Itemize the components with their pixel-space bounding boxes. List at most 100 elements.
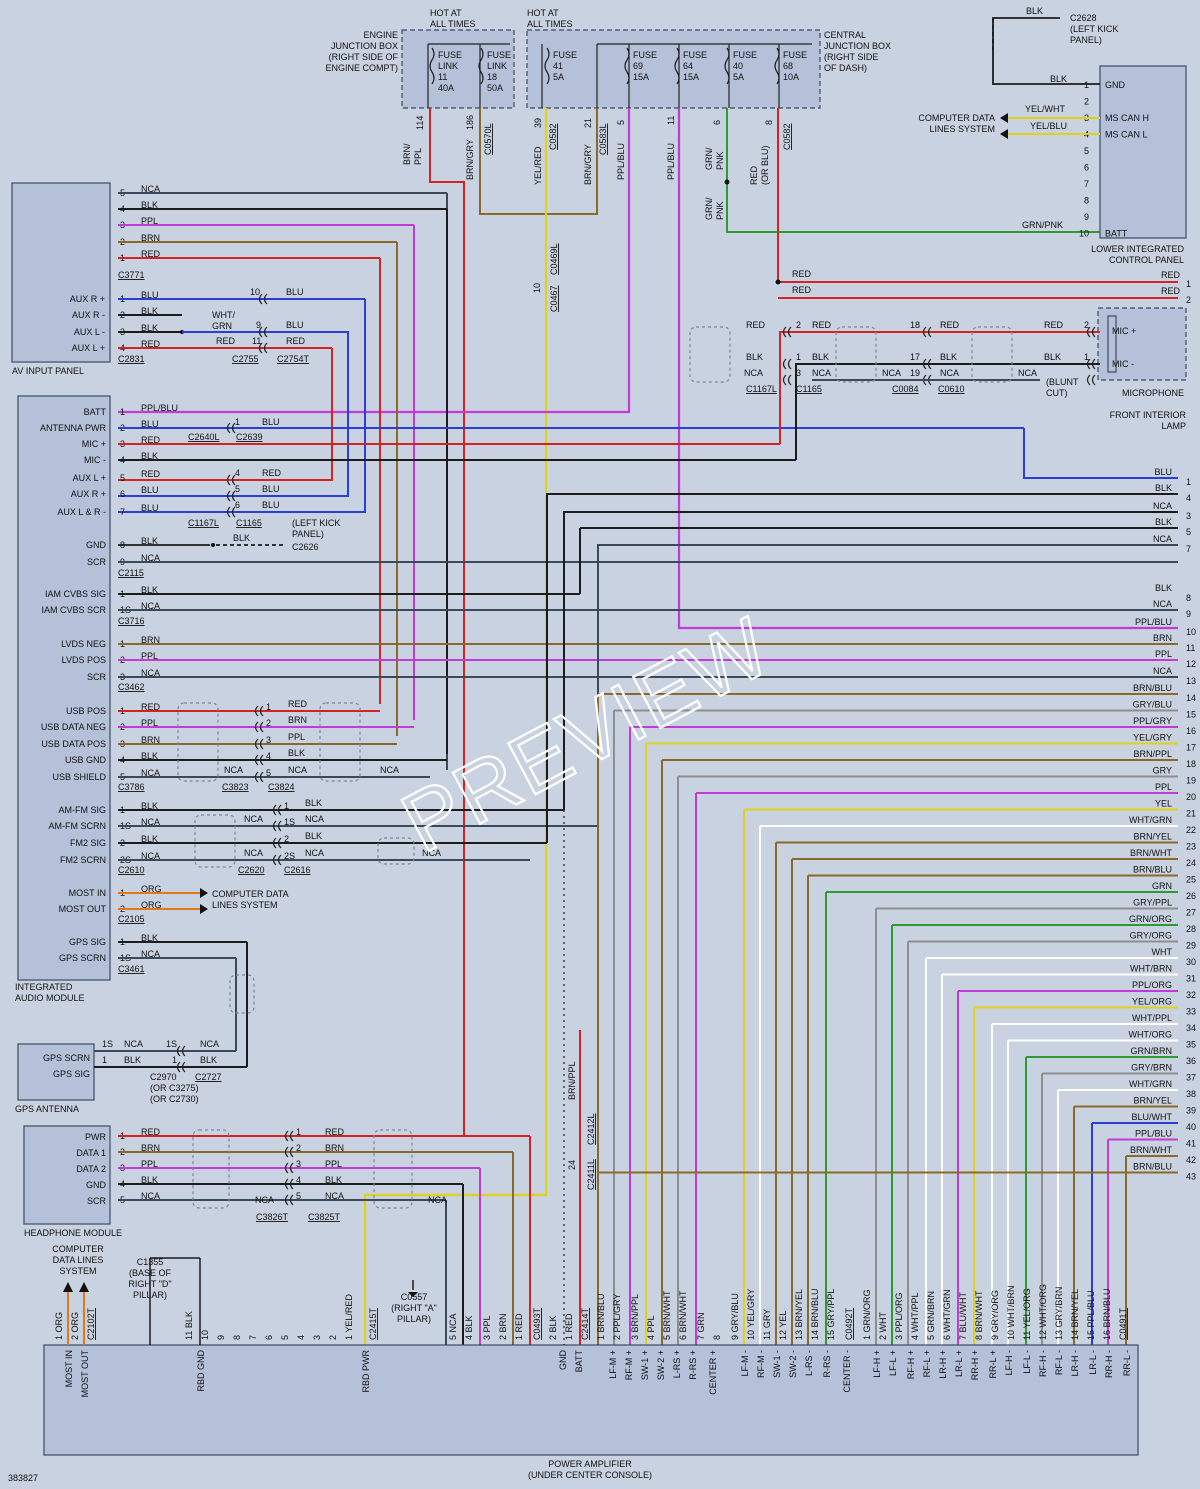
- licp-pin-num: 10: [1079, 229, 1089, 239]
- pin-num: 1: [102, 1055, 107, 1065]
- iam-pin-name: AUX L & R -: [57, 507, 106, 517]
- amp-pin-name: SW-2 +: [656, 1350, 666, 1380]
- arrow-icon: [63, 1282, 73, 1292]
- label-line: RF-H +: [906, 1350, 916, 1379]
- label-line: 3 BRN/PPL: [630, 1294, 640, 1340]
- iam-pin-name: AM-FM SIG: [59, 805, 107, 815]
- right-wire-num: 3: [1186, 511, 1191, 521]
- label-line: 24: [567, 1160, 577, 1170]
- wire-label: BLK: [305, 831, 322, 841]
- wire-label: BLK: [141, 1175, 158, 1185]
- right-wire-num: 25: [1186, 875, 1196, 885]
- right-wire-num: 22: [1186, 825, 1196, 835]
- amp-pin-name: LR-L +: [954, 1350, 964, 1377]
- label-line: PANEL): [292, 529, 324, 539]
- label-line: BRN/YEL: [1133, 832, 1172, 842]
- c3826t-label: C3826T: [256, 1212, 289, 1222]
- pin-num: 2: [266, 718, 271, 728]
- wire-label: RED: [141, 1127, 161, 1137]
- amp-pin-name: SW-1 -: [772, 1350, 782, 1378]
- label-line: LAMP: [1161, 421, 1186, 431]
- label-line: RF-L +: [922, 1350, 932, 1377]
- label-line: GND: [1105, 80, 1126, 90]
- label-line: 186: [465, 115, 475, 130]
- label-line: 3: [312, 1335, 322, 1340]
- vwire-label: BRN/GRY: [583, 144, 593, 185]
- label-line: 28: [1186, 924, 1196, 934]
- right-wire-label: BLK: [1155, 483, 1172, 493]
- right-wire-num: 41: [1186, 1139, 1196, 1149]
- label-line: RR-H +: [970, 1350, 980, 1380]
- right-wire-num: 16: [1186, 726, 1196, 736]
- label-line: BRN: [141, 635, 160, 645]
- label-line: PPL: [1155, 649, 1172, 659]
- label-line: C0557: [401, 1292, 428, 1302]
- connector-mark: [289, 1162, 294, 1174]
- c3825t-label: C3825T: [308, 1212, 341, 1222]
- wire-label: BLK: [305, 798, 322, 808]
- connector-mark: [176, 1045, 181, 1057]
- c2831-label: C2831: [118, 354, 145, 364]
- connector-mark: [284, 1130, 289, 1142]
- right-wire-num: 31: [1186, 974, 1196, 984]
- wire-blk-fm2: [546, 493, 1178, 843]
- label-line: C3824: [268, 782, 295, 792]
- amp-title: POWER AMPLIFIER(UNDER CENTER CONSOLE): [528, 1459, 652, 1480]
- connector-mark: [787, 326, 792, 338]
- label-line: LR-H -: [1070, 1350, 1080, 1377]
- label-line: BRN/WHT: [1130, 848, 1172, 858]
- label-line: RED: [749, 165, 759, 185]
- label-line: 10: [1079, 229, 1089, 239]
- label-line: PANEL): [1070, 35, 1102, 45]
- label-line: BATT: [574, 1350, 584, 1373]
- label-line: LF-L -: [1022, 1350, 1032, 1374]
- label-line: 4 BLK: [464, 1315, 474, 1340]
- label-line: 4 WHT/PPL: [910, 1292, 920, 1340]
- label-line: (OR C3275): [150, 1083, 199, 1093]
- label-line: C2620: [238, 865, 265, 875]
- arrow-icon: [200, 904, 208, 914]
- right-wire-num: 11: [1186, 643, 1195, 653]
- amp-pin-name: SW-2 -: [788, 1350, 798, 1378]
- label-line: C0491T: [1118, 1307, 1128, 1340]
- connector-mark: [231, 506, 236, 518]
- right-wire-label: WHT/GRN: [1129, 1079, 1172, 1089]
- wire-label: BLU: [141, 485, 159, 495]
- licp-pin-num: 5: [1084, 146, 1089, 156]
- vwire-label: 186: [465, 115, 475, 130]
- label-line: 4: [266, 751, 271, 761]
- label-line: PPL: [325, 1159, 342, 1169]
- right-wire-num: 39: [1186, 1106, 1196, 1116]
- label-line: GRN/: [704, 147, 714, 170]
- label-line: PPL: [141, 718, 158, 728]
- label-line: 16 BRN/BLU: [1102, 1288, 1112, 1340]
- label-line: GND: [558, 1350, 568, 1371]
- wire-label: BLK: [124, 1055, 141, 1065]
- wire-brn-ppl: [429, 108, 530, 1137]
- right-wire-num: 33: [1186, 1007, 1196, 1017]
- blk-label: BLK: [1026, 6, 1043, 16]
- label-line: 11: [666, 116, 676, 125]
- wire-label: BLK: [141, 536, 158, 546]
- connector-mark: [1091, 326, 1096, 338]
- label-line: BRN/GRY: [465, 139, 475, 180]
- label-line: 16: [1186, 726, 1196, 736]
- amp-bottom-wire-label: 1 BRN/BLU: [596, 1293, 606, 1340]
- label-line: 8: [232, 1335, 242, 1340]
- label-line: 4: [296, 1335, 306, 1340]
- pin-num: 6: [120, 489, 125, 499]
- label-line: 2 ORG: [70, 1312, 80, 1340]
- shield-mark: [319, 702, 361, 782]
- label-line: RED: [141, 469, 161, 479]
- amp-pin-name: RF-H +: [906, 1350, 916, 1379]
- vwire-label: GRN/PNK: [704, 147, 725, 170]
- wire-label: BLU: [141, 419, 159, 429]
- iam-pin-name: AUX R +: [71, 489, 106, 499]
- connector-mark: [277, 837, 282, 849]
- label-line: 2: [796, 320, 801, 330]
- label-line: 3: [266, 735, 271, 745]
- iam-pin-name: FM2 SCRN: [60, 855, 106, 865]
- wire-label: RED: [325, 1127, 345, 1137]
- label-line: 1 RED: [514, 1313, 524, 1340]
